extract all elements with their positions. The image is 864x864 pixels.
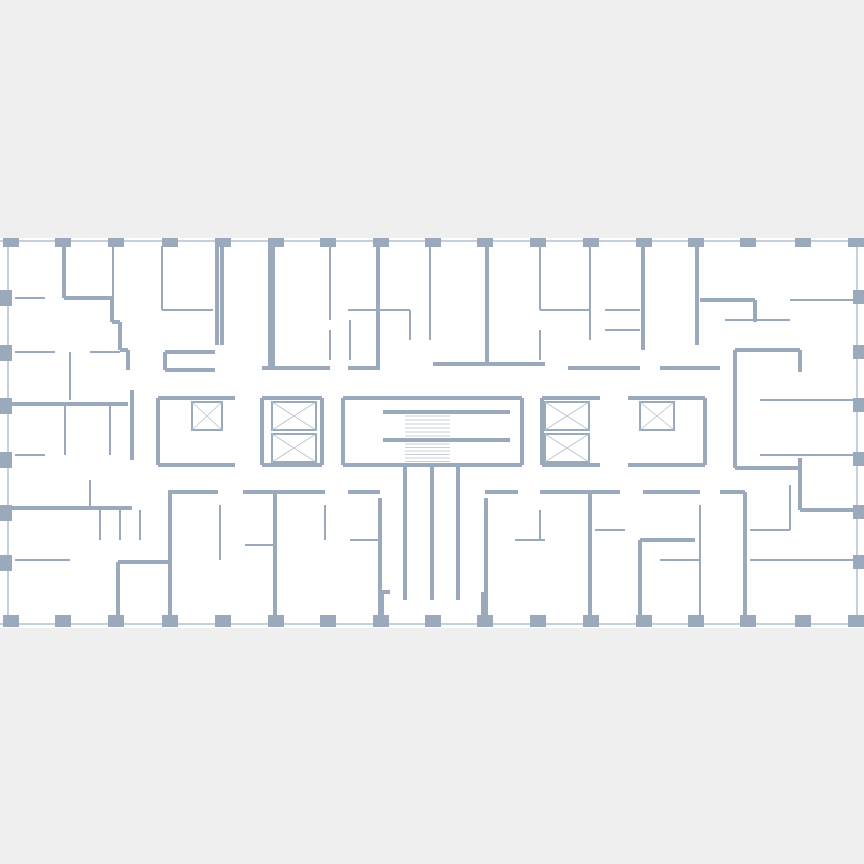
- column: [848, 615, 864, 627]
- elevator-cross: [271, 433, 317, 463]
- elevator-shaft: [639, 401, 675, 431]
- column: [740, 238, 756, 247]
- column: [373, 238, 389, 247]
- column: [0, 345, 12, 361]
- column: [0, 555, 12, 571]
- column: [853, 452, 864, 466]
- column: [688, 238, 704, 247]
- elevator-shaft: [191, 401, 223, 431]
- elevator-cores: [191, 401, 675, 463]
- column: [162, 615, 178, 627]
- column: [0, 452, 12, 468]
- column: [215, 238, 231, 247]
- column: [795, 615, 811, 627]
- column: [530, 238, 546, 247]
- column: [215, 615, 231, 627]
- column: [583, 238, 599, 247]
- column: [853, 505, 864, 519]
- column: [55, 238, 71, 247]
- elevator-cross: [544, 401, 590, 431]
- elevator-shaft: [544, 433, 590, 463]
- column: [162, 238, 178, 247]
- column: [268, 615, 284, 627]
- column: [740, 615, 756, 627]
- column: [0, 290, 12, 306]
- column: [0, 398, 12, 414]
- column: [853, 555, 864, 569]
- column: [583, 615, 599, 627]
- elevator-shaft: [271, 401, 317, 431]
- column: [55, 615, 71, 627]
- elevator-cross: [544, 433, 590, 463]
- column: [108, 615, 124, 627]
- column: [636, 615, 652, 627]
- column: [530, 615, 546, 627]
- column: [268, 238, 284, 247]
- elevator-shaft: [271, 433, 317, 463]
- column: [688, 615, 704, 627]
- column: [425, 615, 441, 627]
- column: [848, 238, 864, 247]
- elevator-shaft: [544, 401, 590, 431]
- elevator-cross: [191, 401, 223, 431]
- column: [636, 238, 652, 247]
- column: [320, 615, 336, 627]
- column: [320, 238, 336, 247]
- column: [853, 345, 864, 359]
- column: [3, 238, 19, 247]
- column: [853, 290, 864, 304]
- elevator-cross: [271, 401, 317, 431]
- walls: [0, 238, 864, 627]
- column: [3, 615, 19, 627]
- column: [425, 238, 441, 247]
- column: [795, 238, 811, 247]
- column: [108, 238, 124, 247]
- column: [477, 238, 493, 247]
- column: [0, 505, 12, 521]
- column: [853, 398, 864, 412]
- elevator-cross: [639, 401, 675, 431]
